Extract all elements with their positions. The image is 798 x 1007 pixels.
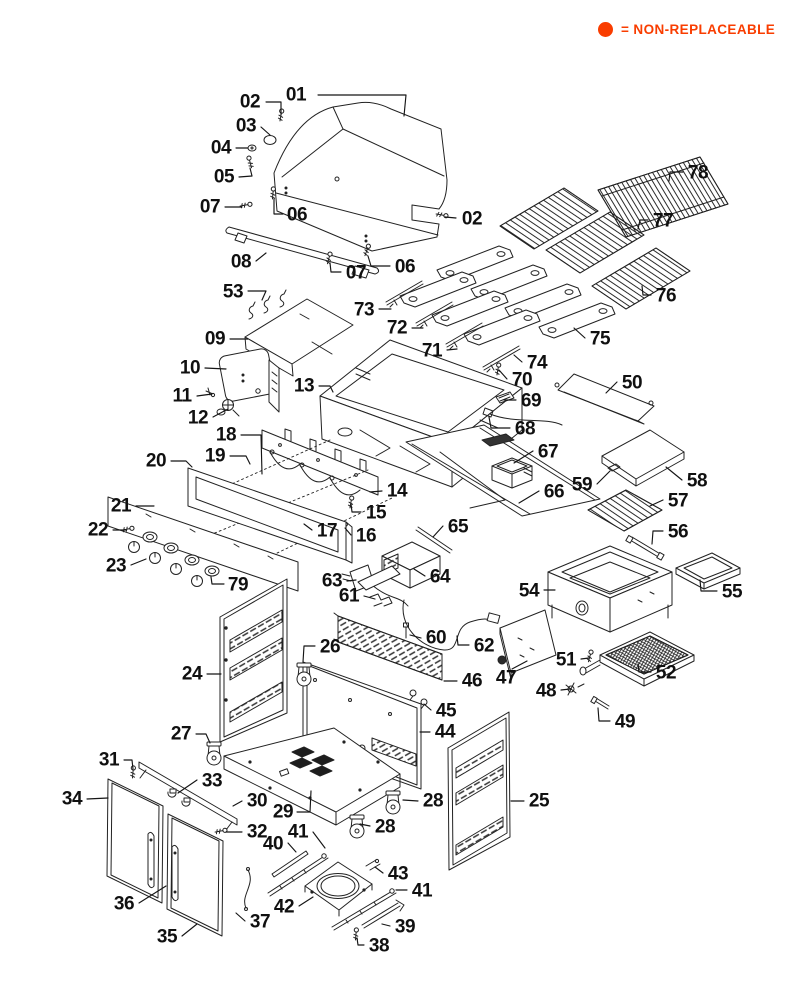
legend: = NON-REPLACEABLE [598,22,775,37]
part-40-rail-art [272,851,308,877]
part-35-door-art [167,814,223,936]
part-64-igniter-module-art [358,542,440,590]
part-56-rod-art [626,535,664,560]
part-11-fitting-art [206,388,215,397]
part-60-pin-art [404,623,409,638]
part-32-screw-art [214,827,228,835]
part-46-louver-panel-art [334,613,442,680]
part-20-control-panel-art [188,468,352,563]
part-28b-caster-art [349,814,365,839]
part-41-rail-art [268,854,328,896]
part-24-side-panel-art [220,579,287,742]
part-21-front-panel-art [108,497,298,591]
part-55-tray-art [676,553,740,589]
part-10-cover-art [218,348,279,412]
part-47-box-art [498,610,556,679]
part-34-door-art [107,779,163,903]
part-51-screw-art [585,649,595,663]
part-67-grease-cup-art [492,458,532,488]
part-69-clip-art [496,392,514,403]
part-26-caster-art [296,662,312,687]
part-43-screws-art [366,859,380,870]
part-79-bezels-art [143,532,219,576]
part-27-caster-art [206,741,222,766]
part-49-pin-art [591,696,609,709]
part-70-screw-art [494,362,502,376]
part-48-valve-art [566,683,584,695]
part-03-bezel-art [264,136,276,145]
part-38-screw-art [352,927,360,941]
part-41b-rail-art [332,889,396,930]
non-replaceable-dot-icon [598,22,613,37]
part-62-wire-art [403,600,500,650]
part-33-clips-art [168,789,190,806]
part-58-lid-art [602,430,684,486]
part-59-hinge-art [608,464,620,471]
legend-text: = NON-REPLACEABLE [621,22,776,37]
part-18-19-ignition-wires-art [270,450,360,495]
leader-lines [87,95,717,945]
part-61-bracket-art [370,594,392,606]
part-25-side-panel-art [448,712,510,870]
part-01-hood-art [274,102,447,251]
part-52-side-burner-art [580,632,694,686]
part-74-tube-art [482,345,521,373]
part-28-caster-art [385,790,401,815]
part-50-shield-art [555,374,654,424]
part-23-knobs-art [129,542,203,587]
part-77-cooking-grate-art [500,188,644,273]
part-37-wire-art [245,868,251,911]
part-06-screw-art [269,186,277,200]
part-14-burner-bracket-art [262,429,378,495]
part-53-hooks-art [248,289,287,320]
part-39-rail-art [362,900,404,928]
part-68-clip-art [483,408,562,425]
part-65-rod-art [416,527,452,553]
part-04-cap-art [248,145,256,151]
part-76-cooking-grate-art [592,248,690,309]
part-42-tank-tray-art [305,862,372,916]
part-08-handle-art [226,227,379,278]
part-57-grate-art [588,490,662,531]
part-05-screw-art [245,155,255,169]
part-54-burner-box-art [548,546,672,632]
part-29-bottom-panel-art [224,728,400,825]
